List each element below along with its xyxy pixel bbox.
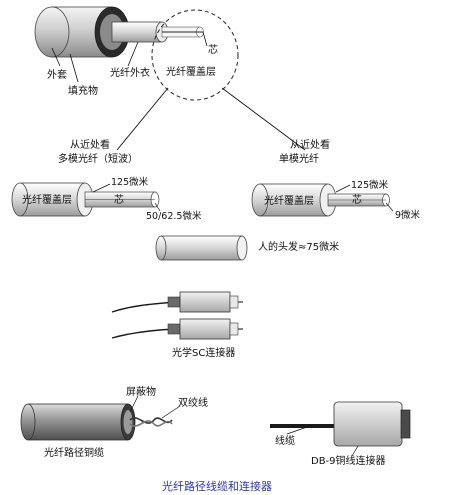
filler-leader <box>69 53 79 83</box>
fiber-cable <box>34 6 204 58</box>
magnifier-outline <box>151 9 239 101</box>
shield-label: 屏蔽物 <box>126 387 156 398</box>
branch-line-multimode <box>116 87 169 151</box>
jacket-label: 外套 <box>47 70 67 81</box>
sm-core-diameter: 9微米 <box>395 210 421 221</box>
human-hair <box>155 235 248 261</box>
mm-core-label: 芯 <box>114 195 124 206</box>
hair-back <box>155 235 167 261</box>
buffer-label: 光纤外衣 <box>110 68 150 79</box>
hair-body <box>160 235 243 261</box>
sc-connector-pair <box>111 291 243 340</box>
cable-leaders <box>51 31 208 83</box>
hair-face <box>236 235 248 261</box>
copper-shield-ring <box>123 410 133 434</box>
db9-body <box>333 401 403 447</box>
db9-connector <box>270 401 411 457</box>
sc-boot-lower <box>167 323 181 335</box>
twisted-pair-label: 双绞线 <box>178 398 208 409</box>
sc-ferrule-lower <box>229 322 239 336</box>
mm-note: 从近处看 <box>70 140 110 151</box>
sc-body-lower <box>179 318 231 340</box>
mm-cladding-leader <box>92 183 111 193</box>
branch-line-singlemode <box>221 87 306 151</box>
mm-title: 多模光纤（短波） <box>58 154 138 165</box>
mm-cladding-back <box>11 182 29 217</box>
sc-boot-upper <box>167 296 181 308</box>
buffer-leader <box>127 41 139 67</box>
db9-cable-label: 线缆 <box>275 436 295 447</box>
sm-note: 从近处看 <box>290 140 330 151</box>
sc-body-upper <box>179 291 231 313</box>
sc-fiber-upper <box>111 301 177 313</box>
copper-body <box>27 403 129 441</box>
cable-jacket-back <box>34 6 70 58</box>
db9-label: DB-9铜线连接器 <box>311 456 386 467</box>
mm-core-diameter: 50/62.5微米 <box>146 211 202 222</box>
sm-cladding-diameter: 125微米 <box>351 180 389 191</box>
jacket-leader <box>51 47 61 67</box>
sc-fiber-lower <box>111 328 177 339</box>
detail-branch-lines <box>116 87 306 151</box>
shield-leader <box>129 395 139 413</box>
sm-cladding-back <box>251 183 269 217</box>
sc-ferrule-upper <box>229 295 239 309</box>
db9-cable-leader <box>286 425 311 435</box>
mm-core-leader <box>154 202 161 212</box>
filler-label: 填充物 <box>68 86 98 97</box>
singlemode-fiber <box>251 183 394 217</box>
sm-cladding-label: 光纤覆盖层 <box>264 196 314 207</box>
sm-cladding-leader <box>335 184 351 193</box>
twisted-pair-leader <box>161 405 181 419</box>
sm-title: 单模光纤 <box>279 154 319 165</box>
copper-cable <box>20 395 181 441</box>
sm-cladding-body <box>259 183 329 217</box>
copper-back <box>20 403 36 441</box>
db9-plug <box>400 409 411 439</box>
figure-caption: 光纤路径线缆和连接器 <box>162 480 272 493</box>
sm-core-label: 芯 <box>352 195 362 206</box>
mm-cladding-diameter: 125微米 <box>111 177 149 188</box>
sm-core-leader <box>385 202 394 212</box>
copper-cable-label: 光纤路径铜缆 <box>44 448 104 459</box>
twisted-pair-wire-b <box>129 420 173 427</box>
hair-label: 人的头发≈75微米 <box>258 242 340 253</box>
db9-label-leader <box>351 445 359 457</box>
multimode-fiber <box>11 182 161 217</box>
core-leader <box>202 31 208 47</box>
core-label: 芯 <box>208 45 218 56</box>
mm-cladding-label: 光纤覆盖层 <box>22 195 72 206</box>
cladding-label: 光纤覆盖层 <box>166 67 216 78</box>
sc-label: 光学SC连接器 <box>172 348 236 359</box>
